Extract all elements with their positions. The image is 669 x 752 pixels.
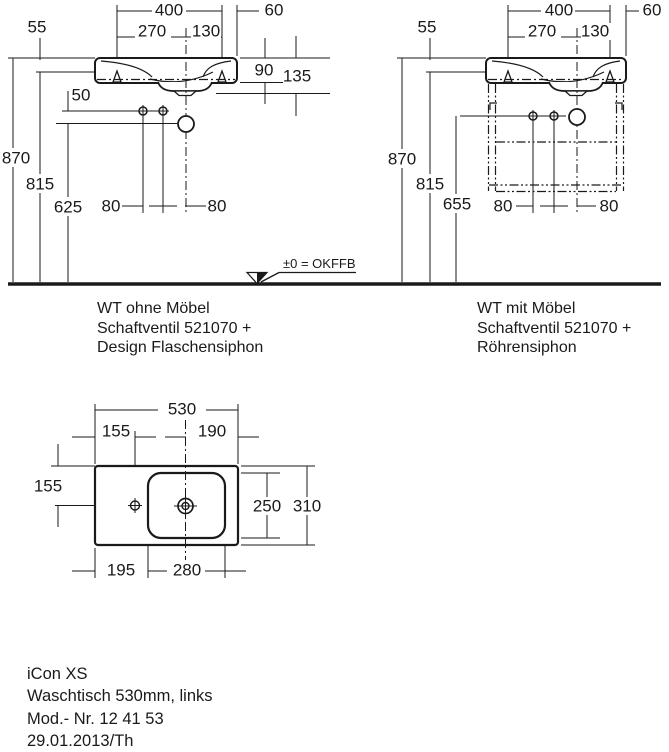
caption-right-line-2: Schaftventil 521070 + [477, 319, 632, 337]
dim-80a-right: 80 [494, 197, 513, 216]
dim-130-left: 130 [192, 22, 220, 41]
dim-90-left: 90 [255, 61, 274, 80]
dim-870-left: 870 [2, 149, 30, 168]
dim-270-right: 270 [528, 22, 556, 41]
dim-815-left: 815 [26, 175, 54, 194]
dim-310-plan: 310 [293, 497, 321, 516]
washbasin-body-left [94, 28, 238, 213]
dim-80a-left: 80 [102, 197, 121, 216]
dim-625-left: 625 [54, 198, 82, 217]
dim-80b-right: 80 [600, 197, 619, 216]
dim-280-plan: 280 [173, 561, 201, 580]
product-desc: Waschtisch 530mm, links [27, 687, 213, 706]
dim-60-right: 60 [643, 1, 662, 20]
dim-190-plan: 190 [198, 422, 226, 441]
dim-50-left: 50 [72, 86, 91, 105]
dim-60-left: 60 [265, 1, 284, 20]
washbasin-body-right [460, 28, 627, 213]
caption-left-line-3: Design Flaschensiphon [97, 339, 264, 356]
dim-155-top-plan: 155 [102, 422, 130, 441]
caption-right-line-1: WT mit Möbel [477, 300, 576, 317]
dim-530-plan: 530 [168, 400, 196, 419]
dim-80b-left: 80 [208, 197, 227, 216]
dim-270-left: 270 [138, 22, 166, 41]
caption-left-line-2: Schaftventil 521070 + [97, 319, 252, 337]
dim-195-plan: 195 [107, 561, 135, 580]
dim-400-right: 400 [545, 1, 573, 20]
dim-250-plan: 250 [253, 497, 281, 516]
product-name: iCon XS [27, 665, 88, 683]
dim-400-left: 400 [155, 1, 183, 20]
label-masks [0, 2, 611, 580]
plan-basin-outline [93, 420, 240, 560]
dim-870-right: 870 [388, 150, 416, 169]
dimension-labels: 400 60 55 270 130 90 135 50 870 815 625 … [2, 1, 662, 580]
product-model: Mod.- Nr. 12 41 53 [27, 709, 164, 728]
caption-right-line-3: Röhrensiphon [477, 339, 577, 356]
dim-130-right: 130 [581, 22, 609, 41]
dim-55-left: 55 [28, 18, 47, 37]
cabinet-outline [487, 84, 625, 193]
front-view-left [8, 5, 330, 282]
dim-155-side-plan: 155 [34, 477, 62, 496]
front-view-right [397, 5, 639, 282]
dim-815-right: 815 [416, 175, 444, 194]
level-marker [245, 271, 356, 285]
cabinet-fixing-brackets [489, 102, 623, 110]
caption-right: WT mit Möbel Schaftventil 521070 + Röhre… [477, 299, 631, 358]
dim-135-left: 135 [283, 67, 311, 86]
level-reference-label: ±0 = OKFFB [283, 256, 356, 271]
drawing-date: 29.01.2013/Th [27, 731, 134, 750]
product-info: iCon XS Waschtisch 530mm, links Mod.- Nr… [27, 663, 213, 752]
caption-left-line-1: WT ohne Möbel [97, 300, 210, 317]
dim-55-right: 55 [418, 18, 437, 37]
caption-left: WT ohne Möbel Schaftventil 521070 + Desi… [97, 299, 263, 358]
dim-655-right: 655 [443, 195, 471, 214]
